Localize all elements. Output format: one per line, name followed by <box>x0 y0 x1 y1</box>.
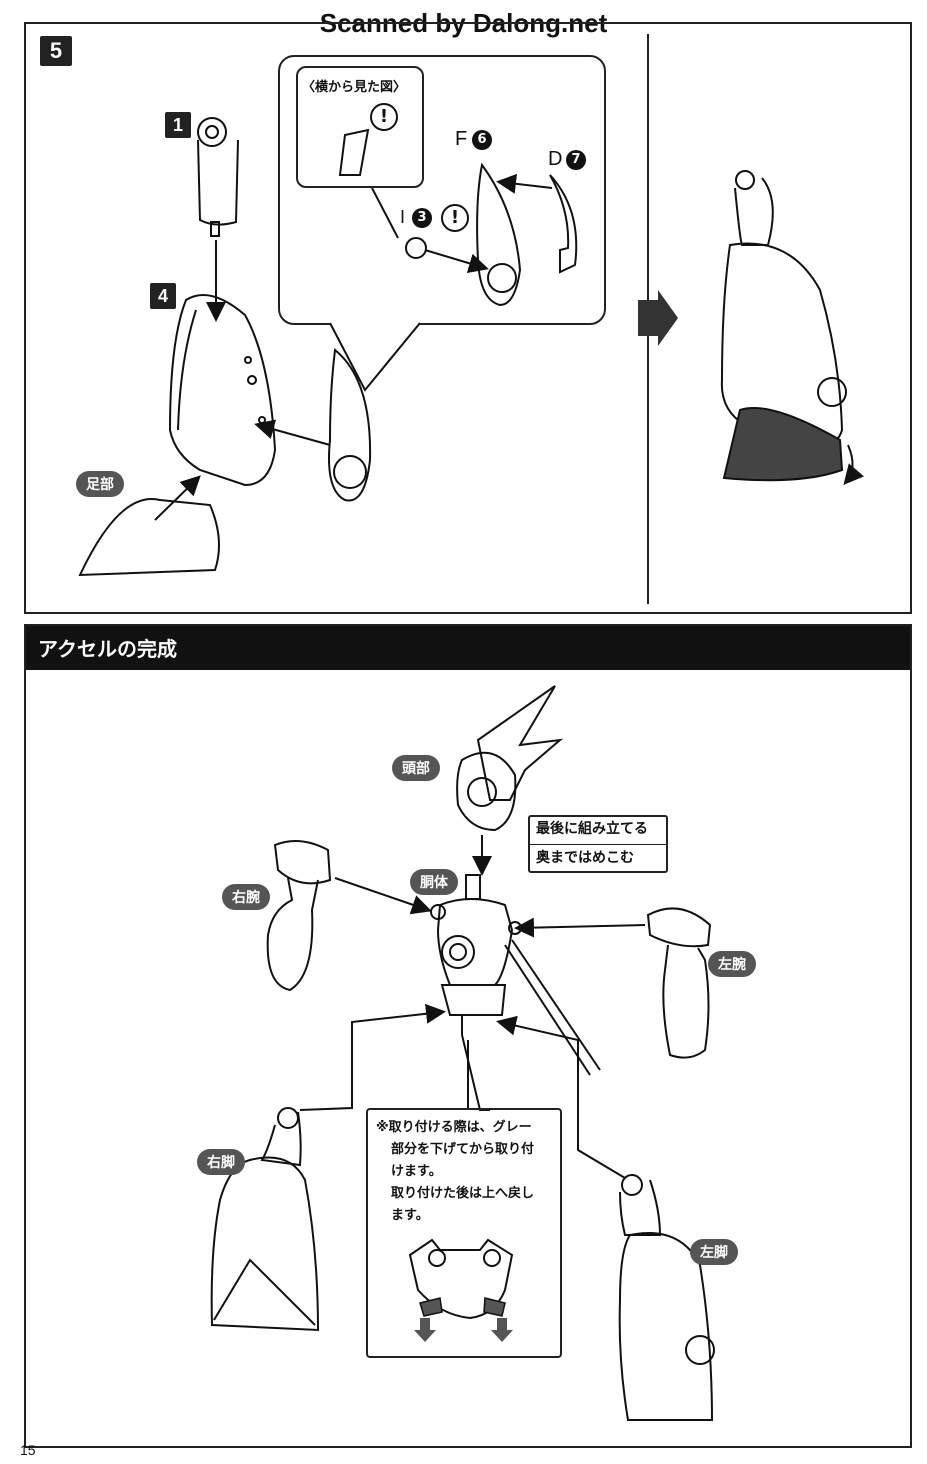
note-box <box>366 1108 562 1358</box>
completion-frame <box>24 624 912 1448</box>
note-line-1: ※取り付ける際は、グレー <box>376 1120 532 1135</box>
label-right-leg: 右脚 <box>197 1149 245 1175</box>
callout-line-2: 奥まではめこむ <box>536 850 634 866</box>
label-right-arm: 右腕 <box>222 884 270 910</box>
note-line-3: けます。 <box>391 1164 442 1179</box>
note-line-5: ます。 <box>391 1208 429 1223</box>
callout-divider <box>528 844 668 845</box>
label-left-arm: 左腕 <box>708 951 756 977</box>
step-frame <box>24 22 912 614</box>
part-label-4: 4 <box>150 283 176 309</box>
upper-leg-part <box>197 117 239 237</box>
runner-F-letter: F <box>455 128 468 150</box>
runner-I-letter: I <box>400 207 406 227</box>
part-label-1: 1 <box>165 112 191 138</box>
caution-icon: ! <box>370 103 398 131</box>
runner-D-letter: D <box>548 148 563 170</box>
label-head: 頭部 <box>392 755 440 781</box>
page-number: 15 <box>20 1442 36 1458</box>
side-view-title: 〈横から見た図〉 <box>302 80 407 95</box>
step-number: 5 <box>40 36 72 66</box>
caution-icon: ! <box>441 204 469 232</box>
runner-D-number: 7 <box>566 150 586 170</box>
completion-header: アクセルの完成 <box>24 624 912 670</box>
side-view-subbox <box>296 66 424 188</box>
note-line-2: 部分を下げてから取り付 <box>391 1142 535 1157</box>
foot-label: 足部 <box>76 471 124 497</box>
runner-F-number: 6 <box>472 130 492 150</box>
runner-I-number: 3 <box>412 208 432 228</box>
side-view-inset <box>278 55 606 325</box>
label-left-leg: 左脚 <box>690 1239 738 1265</box>
label-torso: 胴体 <box>410 869 458 895</box>
callout-line-1: 最後に組み立てる <box>536 821 648 837</box>
note-line-4: 取り付けた後は上へ戻し <box>391 1186 535 1201</box>
